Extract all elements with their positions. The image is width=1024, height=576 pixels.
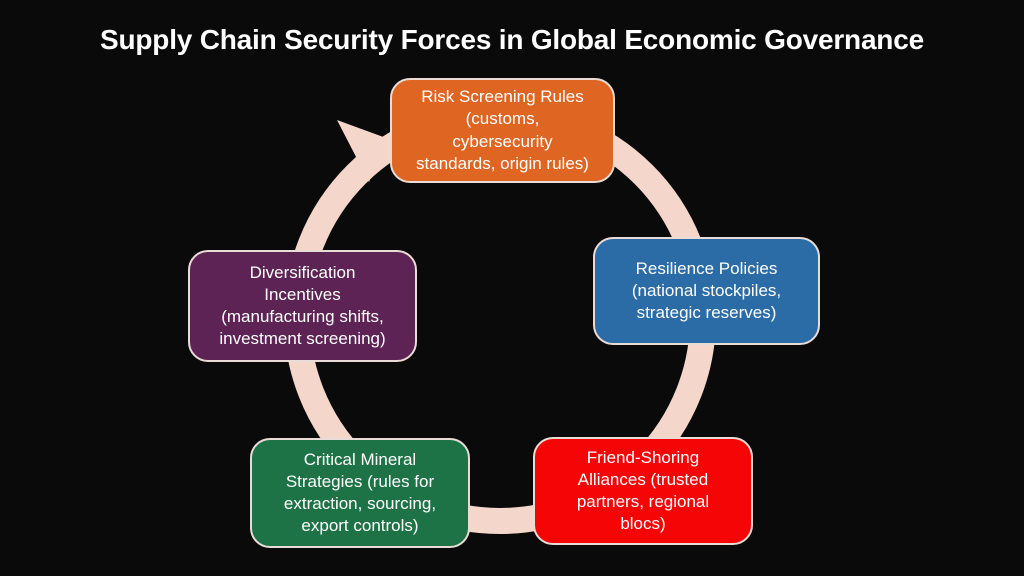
node-resilience-policies: Resilience Policies (national stockpiles…	[593, 237, 820, 345]
node-diversification-incentives-label: Diversification Incentives (manufacturin…	[219, 262, 386, 349]
node-risk-screening-rules: Risk Screening Rules (customs, cybersecu…	[390, 78, 615, 183]
node-critical-mineral-strategies-label: Critical Mineral Strategies (rules for e…	[283, 449, 437, 536]
node-critical-mineral-strategies: Critical Mineral Strategies (rules for e…	[250, 438, 470, 548]
node-friend-shoring-alliances-label: Friend-Shoring Alliances (trusted partne…	[576, 447, 710, 534]
node-risk-screening-rules-label: Risk Screening Rules (customs, cybersecu…	[416, 87, 589, 173]
cycle-arrowhead-icon	[337, 120, 386, 182]
node-diversification-incentives: Diversification Incentives (manufacturin…	[188, 250, 417, 362]
node-resilience-policies-label: Resilience Policies (national stockpiles…	[631, 258, 782, 323]
node-friend-shoring-alliances: Friend-Shoring Alliances (trusted partne…	[533, 437, 753, 545]
slide-title: Supply Chain Security Forces in Global E…	[100, 24, 924, 55]
